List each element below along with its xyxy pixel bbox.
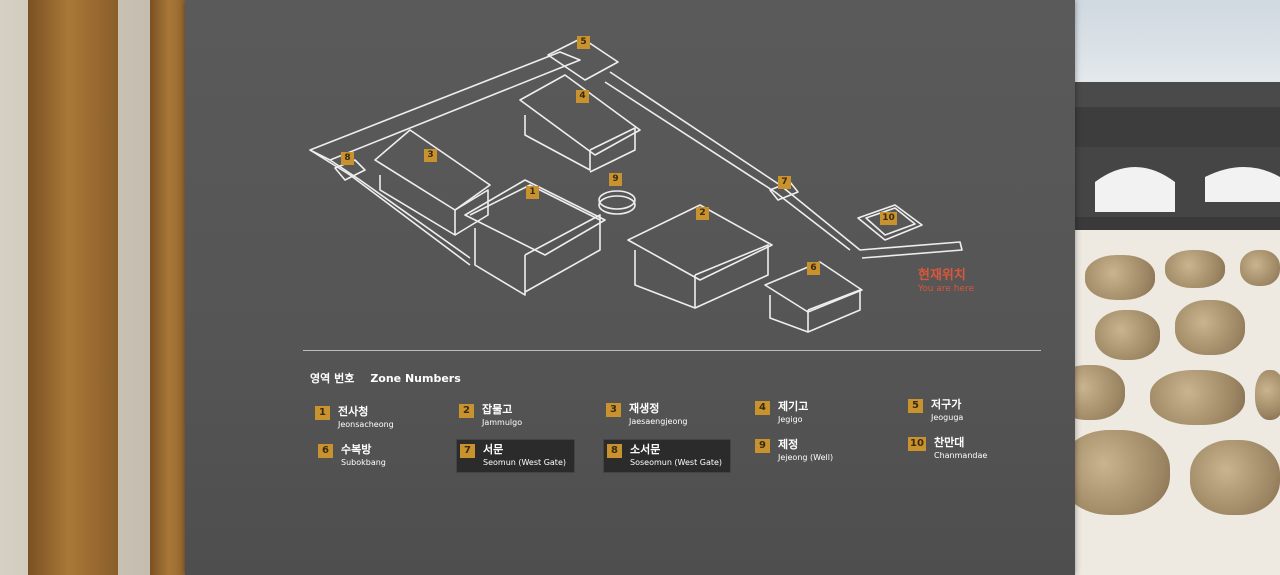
legend-title-ko: 영역 번호 [310, 372, 355, 385]
wooden-post-left [28, 0, 118, 575]
legend-title-en: Zone Numbers [370, 372, 461, 385]
map-badge-5: 5 [577, 36, 590, 49]
map-badge-6: 6 [807, 262, 820, 275]
divider [303, 350, 1041, 351]
stone-wall-right [1050, 230, 1280, 575]
map-badge-8: 8 [341, 152, 354, 165]
map-badge-1: 1 [526, 186, 539, 199]
information-sign [185, 0, 1075, 575]
you-are-here-label-ko: 현재위치 [918, 268, 966, 283]
tiled-roof [1065, 82, 1280, 242]
you-are-here-marker: 현재위치 You are here [918, 268, 974, 295]
map-badge-7: 7 [778, 176, 791, 189]
sky [1070, 0, 1280, 95]
legend-title: 영역 번호 Zone Numbers [310, 370, 477, 386]
map-badge-2: 2 [696, 207, 709, 220]
map-badge-9: 9 [609, 173, 622, 186]
map-badge-4: 4 [576, 90, 589, 103]
you-are-here-label-en: You are here [918, 284, 975, 294]
map-badge-10: 10 [880, 212, 897, 225]
map-badge-3: 3 [424, 149, 437, 162]
